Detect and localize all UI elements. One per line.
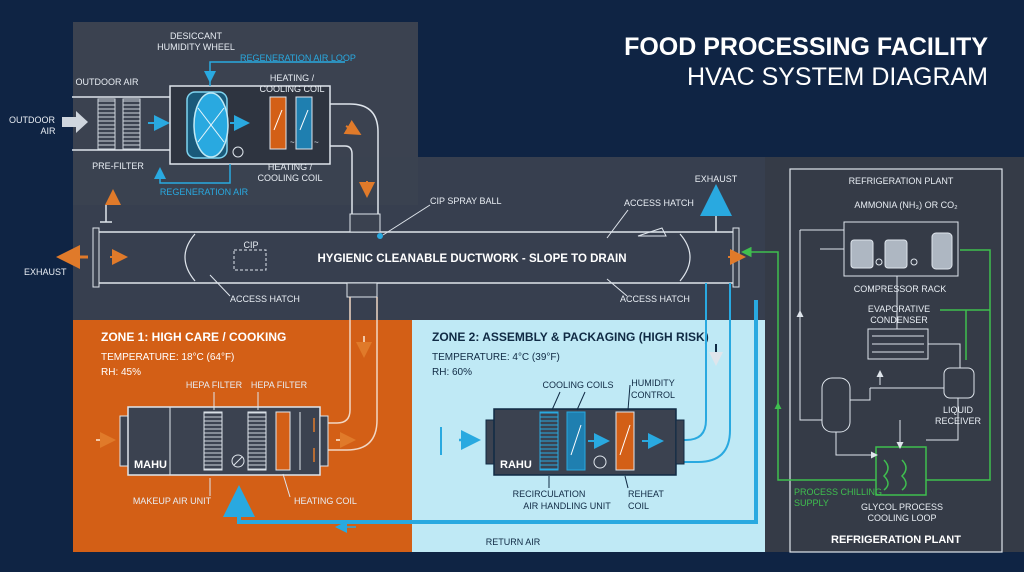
cooling-coils-label: COOLING COILS: [542, 380, 613, 390]
heating-cooling-bot-2: COOLING COIL: [257, 173, 322, 183]
heating-cooling-top-1: HEATING /: [270, 73, 315, 83]
refrigeration-header: REFRIGERATION PLANT: [849, 176, 954, 186]
compressor-label: COMPRESSOR RACK: [854, 284, 947, 294]
recirc-label-1: RECIRCULATION: [513, 489, 586, 499]
svg-text:~: ~: [290, 138, 295, 147]
gauge-icon: [232, 146, 244, 158]
hepa2-label: HEPA FILTER: [251, 380, 308, 390]
cip-spray-ball-label: CIP SPRAY BALL: [430, 196, 502, 206]
pre-filter-2: [122, 98, 141, 150]
access-hatch-2: ACCESS HATCH: [620, 294, 690, 304]
title-line2: HVAC SYSTEM DIAGRAM: [687, 63, 988, 91]
cip-box: [233, 249, 267, 271]
pre-filter-1: [97, 98, 116, 150]
fan-icon: [593, 455, 607, 469]
zone2: ZONE 2: ASSEMBLY & PACKAGING (HIGH RISK)…: [432, 283, 731, 511]
zone1-title: ZONE 1: HIGH CARE / COOKING: [101, 330, 286, 344]
duct-main-label: HYGIENIC CLEANABLE DUCTWORK - SLOPE TO D…: [317, 253, 626, 265]
regen-air-label: REGENERATION AIR: [160, 187, 249, 197]
hepa-filter-1: [203, 411, 223, 471]
heating-coil-z1: [275, 411, 291, 471]
mahu-label: MAHU: [134, 459, 167, 471]
hepa-filter-2: [247, 411, 267, 471]
refrigeration-footer: REFRIGERATION PLANT: [831, 534, 961, 546]
rahu-label: RAHU: [500, 459, 532, 471]
zone1-rh: RH: 45%: [101, 367, 141, 378]
heating-coil-label: HEATING COIL: [294, 496, 357, 506]
process-label-2: SUPPLY: [794, 498, 829, 508]
exhaust-top-label: EXHAUST: [695, 174, 738, 184]
reheat-label-1: REHEAT: [628, 489, 664, 499]
supply-elbow: [330, 103, 379, 214]
zone2-rh: RH: 60%: [432, 367, 472, 378]
evap-label-2: CONDENSER: [870, 315, 928, 325]
ammonia-label: AMMONIA (NH₃) OR CO₂: [854, 200, 958, 210]
glycol-label-2: COOLING LOOP: [867, 513, 936, 523]
title-line1: FOOD PROCESSING FACILITY: [624, 33, 988, 61]
desiccant-label-2: HUMIDITY WHEEL: [157, 42, 235, 52]
desiccant-label-1: DESICCANT: [170, 31, 223, 41]
cip-spray-ball-icon: [377, 233, 383, 239]
zone1-temperature: TEMPERATURE: 18°C (64°F): [101, 352, 234, 363]
duct-panel: [73, 157, 765, 320]
compressor-icon: [850, 232, 953, 270]
liquid-receiver: [943, 367, 975, 399]
zone1: ZONE 1: HIGH CARE / COOKING TEMPERATURE:…: [96, 330, 357, 506]
glycol-loop-line: [741, 246, 876, 481]
access-hatch-3: ACCESS HATCH: [624, 198, 694, 208]
reheat-label-2: COIL: [628, 501, 649, 511]
humidity-label-2: CONTROL: [631, 390, 675, 400]
recirc-label-2: AIR HANDLING UNIT: [523, 501, 611, 511]
heating-cooling-bot-1: HEATING /: [268, 162, 313, 172]
outdoor-air-arrow-icon: [62, 111, 88, 133]
pre-filter-label: PRE-FILTER: [92, 161, 144, 171]
desiccant-wheel-icon: [186, 91, 229, 159]
cooling-coil-top: [295, 96, 313, 150]
zone1-supply-duct: [322, 297, 378, 451]
return-air-label: RETURN AIR: [486, 537, 541, 547]
heating-cooling-top-2: COOLING COIL: [259, 84, 324, 94]
regen-loop-label: REGENERATION AIR LOOP: [240, 53, 356, 63]
access-hatch-1: ACCESS HATCH: [230, 294, 300, 304]
refrigeration-plant: REFRIGERATION PLANT AMMONIA (NH₃) OR CO₂…: [741, 168, 1003, 553]
process-label-1: PROCESS CHILLING: [794, 487, 882, 497]
zone2-title: ZONE 2: ASSEMBLY & PACKAGING (HIGH RISK): [432, 330, 709, 344]
hepa1-label: HEPA FILTER: [186, 380, 243, 390]
cip-label: CIP: [243, 240, 258, 250]
exhaust-left-label: EXHAUST: [24, 267, 67, 277]
makeup-label: MAKEUP AIR UNIT: [133, 496, 212, 506]
humidity-label-1: HUMIDITY: [631, 378, 675, 388]
top-air-unit: ~ ~ DESICCANT HUMIDITY WHEEL REGENERATIO…: [9, 31, 379, 214]
outdoor-air-top-label: OUTDOOR AIR: [75, 77, 139, 87]
outdoor-air-left-1: OUTDOOR: [9, 115, 55, 125]
fan-icon: [231, 454, 245, 468]
heating-coil-top: [269, 96, 287, 150]
regen-air-line: [154, 164, 231, 184]
refrigeration-frame: [789, 168, 1003, 553]
svg-text:~: ~: [314, 138, 319, 147]
cooling-coil-z2-1: [539, 411, 559, 471]
refrigeration-panel: [765, 157, 1024, 552]
evap-label-1: EVAPORATIVE: [868, 304, 930, 314]
return-air-line: [223, 300, 758, 524]
glycol-label-1: GLYCOL PROCESS: [861, 502, 943, 512]
outdoor-air-left-2: AIR: [40, 126, 56, 136]
hygienic-duct: CIP HYGIENIC CLEANABLE DUCTWORK - SLOPE …: [24, 174, 746, 304]
zone2-temperature: TEMPERATURE: 4°C (39°F): [432, 352, 560, 363]
zone2-supply-duct: [680, 283, 731, 463]
